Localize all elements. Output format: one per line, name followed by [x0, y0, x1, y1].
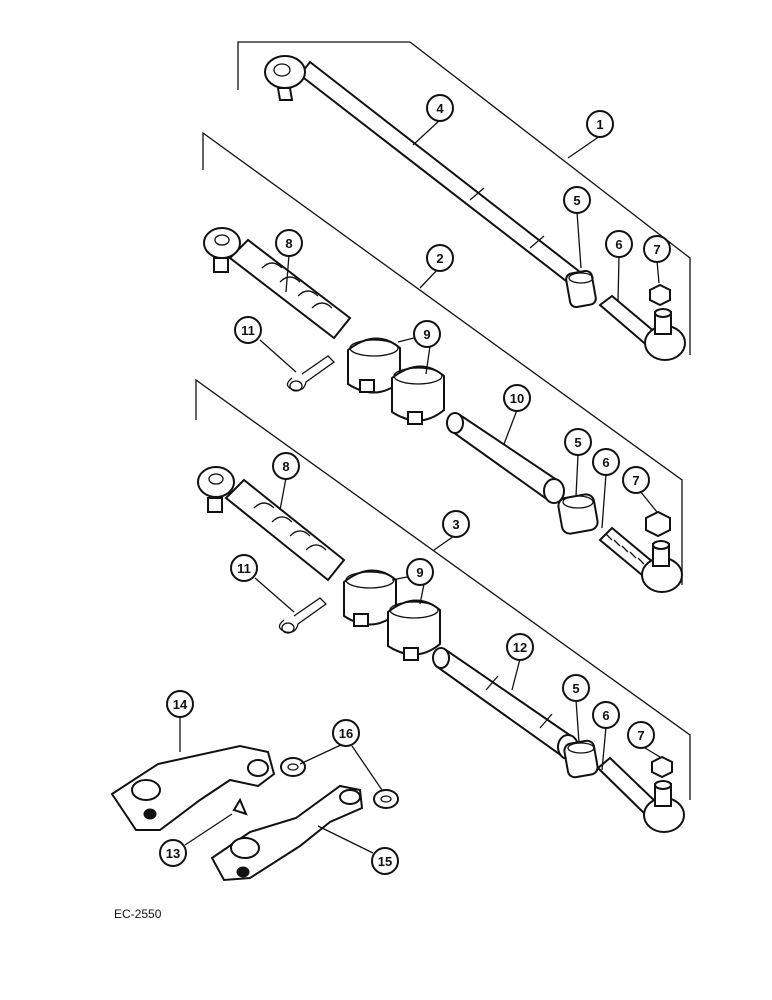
clamp-9a-mid — [347, 337, 401, 394]
clamp-9b-mid — [391, 365, 445, 425]
svg-text:10: 10 — [510, 391, 524, 406]
svg-text:6: 6 — [602, 708, 609, 723]
svg-text:1: 1 — [596, 117, 603, 132]
callout-5-mid: 5 — [564, 428, 592, 456]
svg-text:7: 7 — [632, 473, 639, 488]
callout-3: 3 — [442, 510, 470, 538]
svg-text:11: 11 — [241, 323, 255, 338]
svg-text:5: 5 — [574, 435, 581, 450]
svg-text:8: 8 — [282, 459, 289, 474]
steering-arm-14 — [110, 744, 276, 831]
callout-13: 13 — [159, 839, 187, 867]
washer-16a — [280, 757, 306, 777]
svg-text:2: 2 — [436, 251, 443, 266]
svg-text:11: 11 — [237, 561, 251, 576]
callouts: 1 2 3 4 5 5 5 6 — [159, 94, 671, 875]
tie-rod-tube-part — [264, 55, 582, 286]
svg-text:9: 9 — [423, 327, 430, 342]
callout-9-low: 9 — [406, 558, 434, 586]
clamp-9b-low — [387, 599, 441, 661]
callout-16: 16 — [332, 719, 360, 747]
sleeve-5-mid — [557, 493, 599, 535]
assembly-1-bracket — [237, 41, 691, 355]
svg-text:4: 4 — [436, 101, 444, 116]
castle-nut-7-low — [651, 755, 673, 779]
callout-11-mid: 11 — [234, 316, 262, 344]
key-13 — [232, 797, 248, 816]
cotter-pin-11-low — [278, 597, 328, 634]
callout-6-mid: 6 — [592, 448, 620, 476]
callout-6-top: 6 — [605, 230, 633, 258]
svg-text:5: 5 — [572, 681, 579, 696]
castle-nut-7-mid — [645, 510, 671, 538]
tie-rod-end-8-low — [197, 466, 346, 582]
callout-5-low: 5 — [562, 674, 590, 702]
leader-lines — [179, 119, 661, 854]
callout-7-low: 7 — [627, 721, 655, 749]
tube-10-mid — [446, 412, 565, 504]
svg-text:6: 6 — [602, 455, 609, 470]
svg-text:13: 13 — [166, 846, 180, 861]
svg-text:6: 6 — [615, 237, 622, 252]
callout-8-mid: 8 — [275, 229, 303, 257]
tie-rod-end-8-mid — [203, 227, 352, 340]
callout-11-low: 11 — [230, 554, 258, 582]
sleeve-5-low — [563, 739, 599, 779]
svg-text:8: 8 — [285, 236, 292, 251]
callout-7-mid: 7 — [622, 466, 650, 494]
svg-text:15: 15 — [378, 854, 392, 869]
callout-12: 12 — [506, 633, 534, 661]
sleeve-5-top — [565, 269, 597, 309]
svg-text:14: 14 — [173, 697, 188, 712]
tie-rod-end-6-mid — [598, 526, 683, 593]
castle-nut-7-top — [649, 283, 671, 307]
svg-text:12: 12 — [513, 640, 527, 655]
svg-text:5: 5 — [573, 193, 580, 208]
callout-1: 1 — [586, 110, 614, 138]
callout-8-low: 8 — [272, 452, 300, 480]
callout-6-low: 6 — [592, 701, 620, 729]
callout-2: 2 — [426, 244, 454, 272]
assembly-2-bracket — [202, 131, 683, 585]
svg-text:9: 9 — [416, 565, 423, 580]
callout-9-mid: 9 — [413, 320, 441, 348]
tie-rod-end-6-low — [596, 756, 685, 833]
steering-arm-15 — [210, 784, 364, 882]
tie-rod-end-6-top — [598, 294, 686, 361]
callout-10: 10 — [503, 384, 531, 412]
cotter-pin-11-mid — [286, 355, 336, 392]
assembly-3-bracket — [195, 378, 691, 800]
callout-5-top: 5 — [563, 186, 591, 214]
svg-text:3: 3 — [452, 517, 459, 532]
callout-7-top: 7 — [643, 235, 671, 263]
callout-15: 15 — [371, 847, 399, 875]
callout-14: 14 — [166, 690, 194, 718]
svg-text:16: 16 — [339, 726, 353, 741]
washer-16b — [373, 789, 399, 809]
tube-12-low — [432, 647, 579, 760]
callout-4: 4 — [426, 94, 454, 122]
svg-text:7: 7 — [653, 242, 660, 257]
figure-code: EC-2550 — [114, 907, 162, 921]
svg-text:7: 7 — [637, 728, 644, 743]
